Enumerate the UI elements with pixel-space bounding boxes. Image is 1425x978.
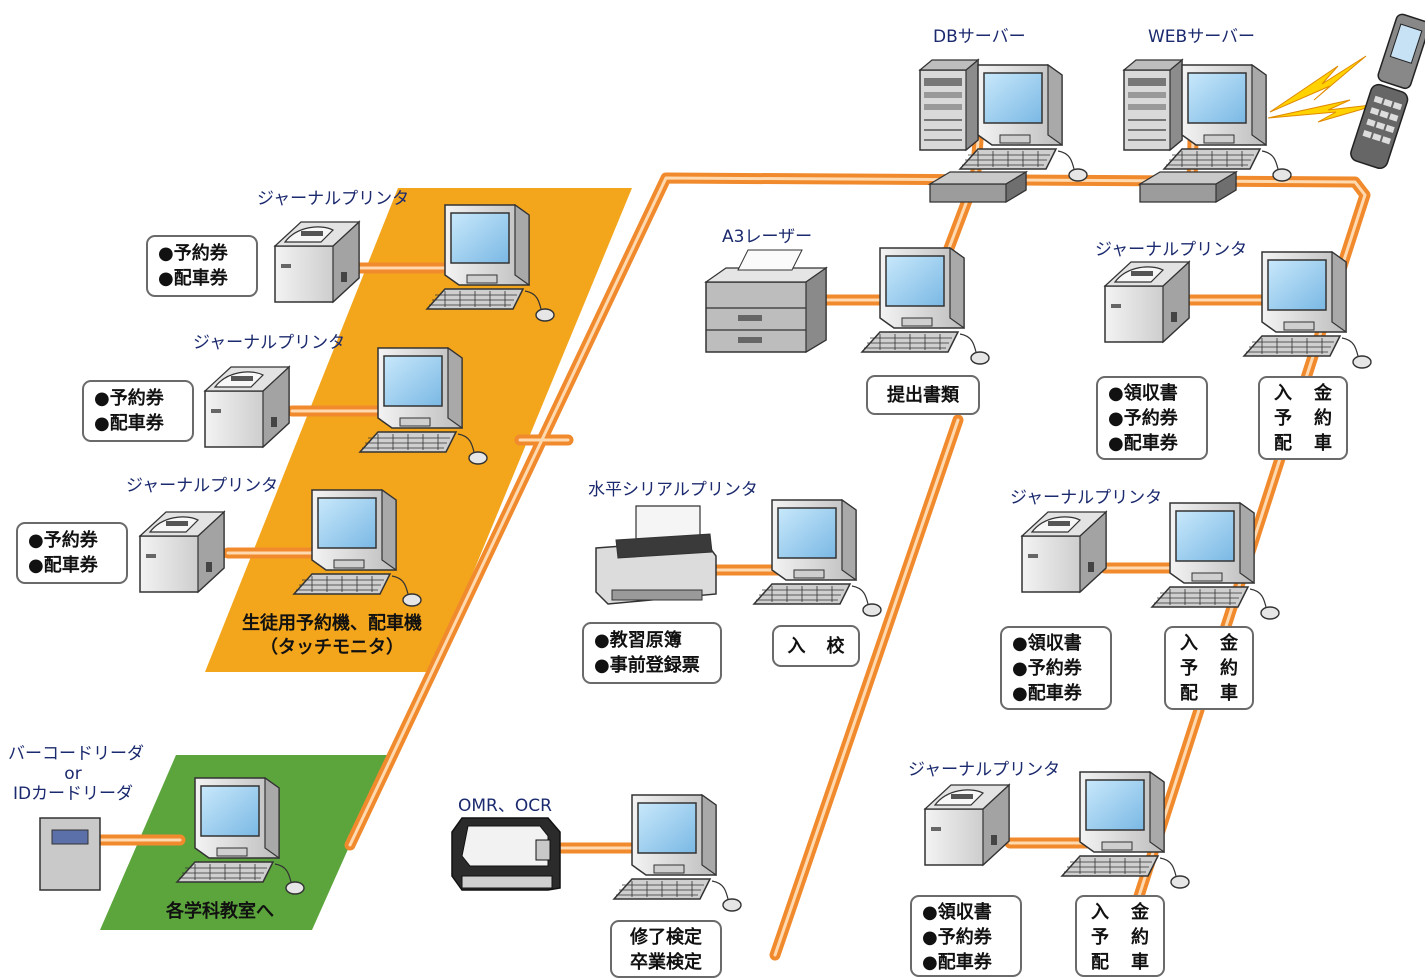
journal-printer-label-4: ジャーナルプリンタ — [1095, 240, 1248, 260]
slip-box-6: ●領収書 ●予約券 ●配車券 — [910, 895, 1022, 977]
enrollment-terminal — [753, 499, 882, 617]
card-reader-icon — [39, 817, 101, 891]
journal-printer-label-2: ジャーナルプリンタ — [193, 333, 346, 353]
journal-printer-label-5: ジャーナルプリンタ — [1010, 488, 1163, 508]
submit-docs-box: 提出書類 — [866, 375, 980, 415]
journal-printer-label-3: ジャーナルプリンタ — [126, 476, 279, 496]
journal-printer-label-6: ジャーナルプリンタ — [908, 760, 1061, 780]
serial-printer-icon — [595, 505, 717, 605]
journal-printer-1 — [274, 221, 360, 303]
slip-box-1: ●予約券 ●配車券 — [146, 235, 258, 297]
db-server — [919, 59, 1088, 182]
a3-laser-label: A3レーザー — [722, 227, 813, 247]
serial-printer-label: 水平シリアルプリンタ — [588, 480, 758, 500]
journal-printer-5 — [1021, 511, 1107, 593]
slip-box-4: ●領収書 ●予約券 ●配車券 — [1096, 376, 1208, 460]
db-server-label: DBサーバー — [933, 27, 1026, 47]
counter-box-2: 入金 予約 配車 — [1164, 626, 1254, 710]
hub-db — [929, 171, 1027, 203]
exam-terminal — [613, 794, 742, 912]
submit-docs-terminal — [861, 247, 990, 365]
student-zone-label: 生徒用予約機、配車機 （タッチモニタ） — [242, 613, 422, 658]
exam-box: 修了検定 卒業検定 — [610, 920, 722, 978]
journal-printer-3 — [139, 511, 225, 593]
slip-box-3: ●予約券 ●配車券 — [16, 522, 128, 584]
payment-terminal-1 — [1243, 251, 1372, 369]
hub-web — [1139, 171, 1237, 203]
enrollment-box: 入 校 — [772, 625, 860, 667]
journal-printer-2 — [204, 366, 290, 448]
training-slip-box: ●教習原簿 ●事前登録票 — [582, 622, 722, 684]
slip-box-2: ●予約券 ●配車券 — [82, 380, 194, 442]
omr-ocr-scanner-icon — [451, 817, 561, 891]
web-server-label: WEBサーバー — [1148, 27, 1256, 47]
journal-printer-label-1: ジャーナルプリンタ — [257, 189, 410, 209]
reader-label: バーコードリーダ or IDカードリーダ — [8, 744, 144, 804]
a3-laser-printer-icon — [704, 249, 828, 354]
counter-box-3: 入金 予約 配車 — [1075, 895, 1165, 977]
journal-printer-4 — [1104, 261, 1190, 343]
journal-printer-6 — [924, 784, 1010, 866]
slip-box-5: ●領収書 ●予約券 ●配車券 — [1000, 626, 1112, 710]
counter-box-1: 入金 予約 配車 — [1258, 376, 1348, 460]
classroom-zone-label: 各学科教室へ — [166, 901, 274, 922]
web-server — [1123, 59, 1292, 182]
mobile-phone-icon — [1267, 13, 1425, 170]
omr-ocr-label: OMR、OCR — [458, 796, 552, 816]
